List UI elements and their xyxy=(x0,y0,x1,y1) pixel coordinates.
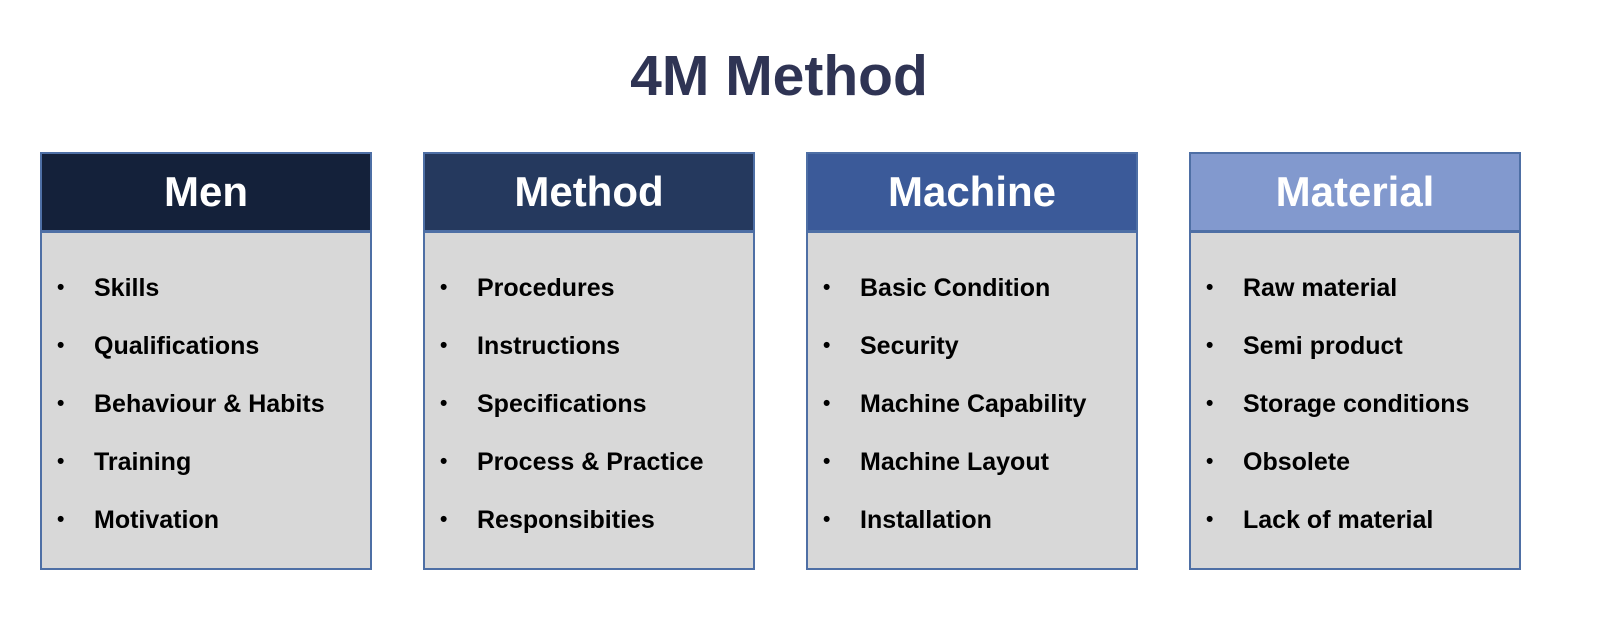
list-item: • Motivation xyxy=(42,491,364,549)
list-item: • Semi product xyxy=(1191,317,1513,375)
list-item: • Obsolete xyxy=(1191,433,1513,491)
column-men: Men • Skills • Qualifications • Behaviour &… xyxy=(40,152,372,570)
page-title: 4M Method xyxy=(630,44,928,108)
column-method-list: • Procedures • Instructions • Specification… xyxy=(425,233,753,549)
item-label: Obsolete xyxy=(1243,448,1350,476)
item-label: Skills xyxy=(94,274,160,302)
list-item: • Responsibities xyxy=(425,491,747,549)
bullet-icon: • xyxy=(1206,334,1214,357)
list-item: • Security xyxy=(808,317,1130,375)
column-material-header: Material xyxy=(1189,152,1521,232)
bullet-icon: • xyxy=(440,334,448,357)
bullet-icon: • xyxy=(823,508,831,531)
bullet-icon: • xyxy=(57,450,65,473)
item-label: Security xyxy=(860,332,959,360)
list-item: • Lack of material xyxy=(1191,491,1513,549)
item-label: Instructions xyxy=(477,332,621,360)
bullet-icon: • xyxy=(823,334,831,357)
item-label: Storage conditions xyxy=(1243,390,1470,418)
list-item: • Installation xyxy=(808,491,1130,549)
column-method-body: • Procedures • Instructions • Specification… xyxy=(423,232,755,570)
bullet-icon: • xyxy=(440,392,448,415)
list-item: • Machine Capability xyxy=(808,375,1130,433)
column-men-body: • Skills • Qualifications • Behaviour & Hab… xyxy=(40,232,372,570)
bullet-icon: • xyxy=(57,276,65,299)
bullet-icon: • xyxy=(57,334,65,357)
bullet-icon: • xyxy=(1206,508,1214,531)
bullet-icon: • xyxy=(440,450,448,473)
bullet-icon: • xyxy=(823,450,831,473)
column-material-body: • Raw material • Semi product • Storage con… xyxy=(1189,232,1521,570)
list-item: • Procedures xyxy=(425,259,747,317)
bullet-icon: • xyxy=(823,392,831,415)
column-machine-header: Machine xyxy=(806,152,1138,232)
column-material-list: • Raw material • Semi product • Storage con… xyxy=(1191,233,1519,549)
column-men-list: • Skills • Qualifications • Behaviour & Hab… xyxy=(42,233,370,549)
title-area: 4M Method xyxy=(0,0,1605,105)
item-label: Basic Condition xyxy=(860,274,1051,302)
list-item: • Basic Condition xyxy=(808,259,1130,317)
column-method: Method • Procedures • Instructions • Specif… xyxy=(423,152,755,570)
item-label: Motivation xyxy=(94,506,219,534)
item-label: Responsibities xyxy=(477,506,655,534)
item-label: Machine Capability xyxy=(860,390,1087,418)
item-label: Raw material xyxy=(1243,274,1398,302)
list-item: • Behaviour & Habits xyxy=(42,375,364,433)
item-label: Lack of material xyxy=(1243,506,1434,534)
list-item: • Skills xyxy=(42,259,364,317)
item-label: Specifications xyxy=(477,390,647,418)
bullet-icon: • xyxy=(57,508,65,531)
item-label: Procedures xyxy=(477,274,615,302)
column-machine: Machine • Basic Condition • Security • Mach… xyxy=(806,152,1138,570)
bullet-icon: • xyxy=(823,276,831,299)
bullet-icon: • xyxy=(440,508,448,531)
bullet-icon: • xyxy=(1206,450,1214,473)
item-label: Process & Practice xyxy=(477,448,704,476)
list-item: • Qualifications xyxy=(42,317,364,375)
item-label: Behaviour & Habits xyxy=(94,390,325,418)
bullet-icon: • xyxy=(57,392,65,415)
list-item: • Specifications xyxy=(425,375,747,433)
list-item: • Training xyxy=(42,433,364,491)
bullet-icon: • xyxy=(1206,392,1214,415)
list-item: • Process & Practice xyxy=(425,433,747,491)
item-label: Training xyxy=(94,448,192,476)
list-item: • Machine Layout xyxy=(808,433,1130,491)
column-men-header: Men xyxy=(40,152,372,232)
item-label: Installation xyxy=(860,506,992,534)
list-item: • Instructions xyxy=(425,317,747,375)
item-label: Machine Layout xyxy=(860,448,1049,476)
item-label: Semi product xyxy=(1243,332,1403,360)
column-machine-body: • Basic Condition • Security • Machine Capa… xyxy=(806,232,1138,570)
item-label: Qualifications xyxy=(94,332,260,360)
method-columns: Men • Skills • Qualifications • Behaviour &… xyxy=(40,152,1605,570)
column-method-header: Method xyxy=(423,152,755,232)
list-item: • Raw material xyxy=(1191,259,1513,317)
list-item: • Storage conditions xyxy=(1191,375,1513,433)
column-material: Material • Raw material • Semi product • St… xyxy=(1189,152,1521,570)
bullet-icon: • xyxy=(440,276,448,299)
bullet-icon: • xyxy=(1206,276,1214,299)
column-machine-list: • Basic Condition • Security • Machine Capa… xyxy=(808,233,1136,549)
